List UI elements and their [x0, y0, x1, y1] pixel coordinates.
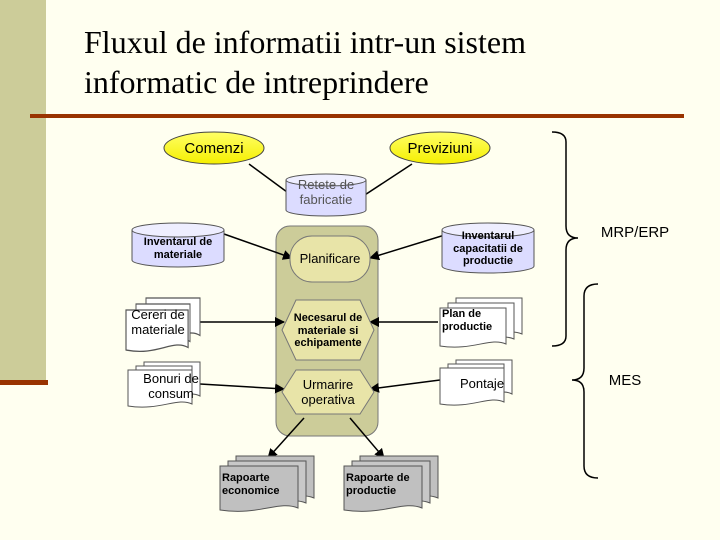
title-rule — [30, 114, 684, 118]
cereri-label: Cereri de materiale — [116, 307, 200, 338]
rapoarte-economice-line-2: economice — [222, 484, 280, 497]
arrow-pontaje-urmarire — [369, 379, 441, 393]
urmarire-label-line-2: operativa — [301, 391, 355, 407]
plan-documents — [439, 297, 523, 348]
slide-title: Fluxul de informatii intr-un sistem info… — [84, 22, 684, 102]
retete-label-line-1: Retete de — [297, 177, 355, 192]
rapoarte-productie-documents — [343, 455, 439, 512]
inventar-capacitati-cylinder — [441, 222, 535, 274]
inventar-materiale-label: Inventarul de materiale — [128, 236, 228, 261]
plan-label-line-2: productie — [442, 320, 493, 333]
rapoarte-productie-line-2: productie — [346, 484, 397, 497]
necesarul-label-line-3: echipamente — [294, 337, 362, 350]
necesarul-label-line-2: materiale si — [297, 324, 359, 337]
urmarire-label: Urmarire operativa — [278, 377, 378, 408]
urmarire-shape — [281, 369, 375, 415]
pontaje-label: Pontaje — [459, 376, 505, 391]
arrow-bonuri-urmarire — [199, 383, 285, 394]
title-line-1: Fluxul de informatii intr-un sistem — [84, 24, 526, 60]
pontaje-documents — [439, 359, 513, 406]
inventar-materiale-cylinder — [131, 222, 225, 268]
necesarul-label: Necesarul de materiale si echipamente — [278, 312, 378, 350]
inventar-materiale-line-2: materiale — [153, 248, 203, 261]
mes-bracket — [571, 283, 599, 479]
rapoarte-productie-label: Rapoarte de productie — [346, 472, 426, 497]
arrow-capacitati-planificare — [369, 233, 449, 261]
plan-label: Plan de productie — [442, 308, 502, 333]
mrp-erp-bracket — [551, 131, 579, 347]
necesarul-label-line-1: Necesarul de — [293, 312, 363, 324]
mes-label: MES — [608, 372, 642, 389]
plan-label-line-1: Plan de — [442, 308, 482, 320]
necesarul-shape — [281, 299, 375, 361]
rapoarte-economice-line-1: Rapoarte — [222, 472, 270, 484]
rapoarte-productie-line-1: Rapoarte de — [346, 472, 410, 484]
bonuri-documents — [127, 361, 201, 408]
rapoarte-economice-documents — [219, 455, 315, 512]
arrow-urmarire-rapoarte-prod — [349, 417, 385, 459]
bonuri-label-line-2: consum — [148, 385, 194, 401]
title-line-2: informatic de intreprindere — [84, 64, 429, 100]
cereri-label-line-1: Cereri de — [131, 307, 185, 322]
left-accent-rule — [0, 380, 48, 385]
comenzi-label: Comenzi — [184, 140, 244, 157]
previziuni-ellipse — [389, 131, 491, 165]
inventar-capacitati-line-2: capacitatii de — [453, 242, 523, 255]
retete-cylinder — [285, 173, 367, 217]
mrp-erp-label: MRP/ERP — [600, 224, 670, 241]
rapoarte-economice-label: Rapoarte economice — [222, 472, 292, 497]
retete-label-line-2: fabricatie — [299, 191, 353, 207]
left-accent-bar — [0, 0, 46, 384]
planificare-shape — [289, 235, 371, 283]
previziuni-label: Previziuni — [407, 140, 473, 157]
bonuri-label-line-1: Bonuri de — [143, 371, 199, 386]
inventar-materiale-line-1: Inventarul de — [143, 236, 213, 248]
planificare-label: Planificare — [299, 251, 361, 266]
retete-label: Retete de fabricatie — [276, 177, 376, 208]
arrow-urmarire-rapoarte-ec — [267, 417, 305, 459]
inventar-capacitati-line-3: productie — [462, 255, 514, 268]
bonuri-label: Bonuri de consum — [126, 371, 216, 402]
urmarire-label-line-1: Urmarire — [302, 377, 354, 392]
inventar-capacitati-line-1: Inventarul — [461, 230, 515, 242]
cereri-label-line-2: materiale — [131, 321, 185, 337]
arrow-inventar-planificare — [223, 233, 293, 260]
inventar-capacitati-label: Inventarul capacitatii de productie — [438, 230, 538, 268]
comenzi-ellipse — [163, 131, 265, 165]
